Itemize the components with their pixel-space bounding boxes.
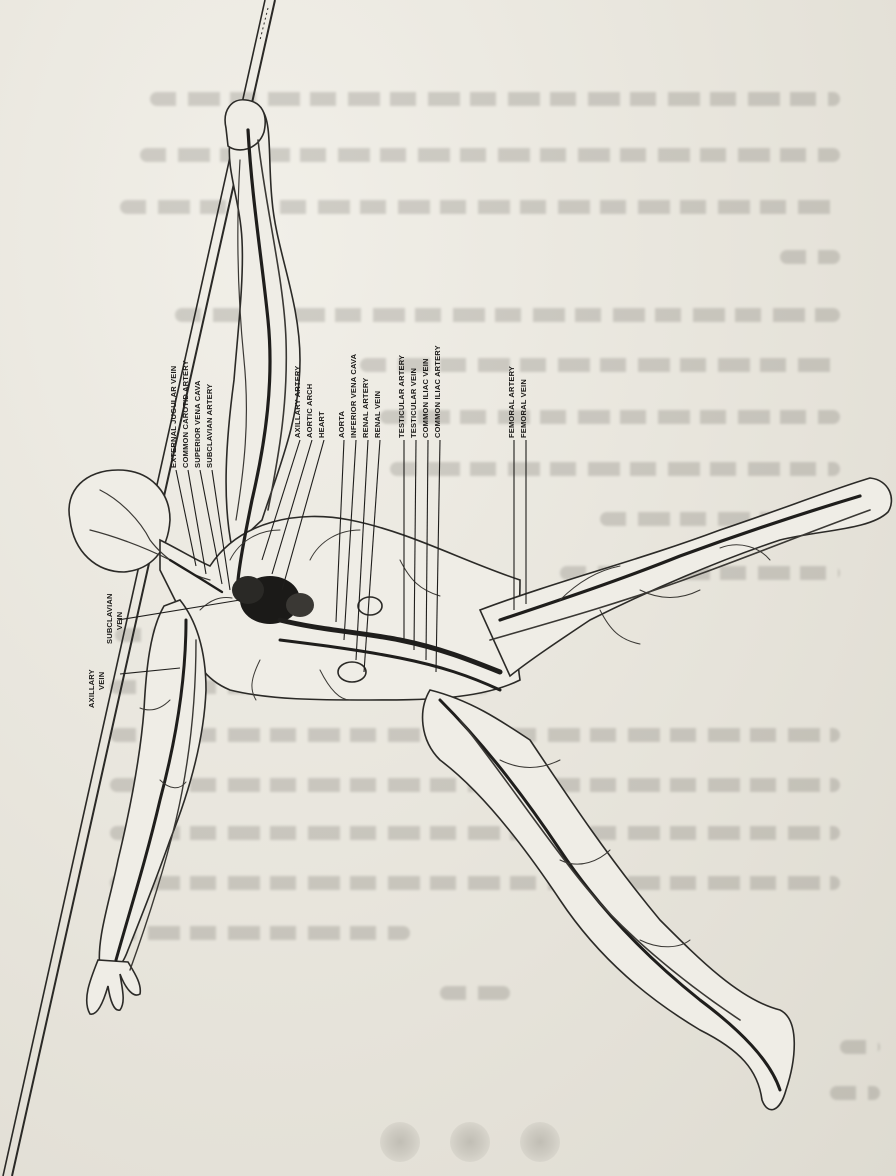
label-testicular-vein: TESTICULAR VEIN: [409, 368, 418, 438]
label-subclavian-artery: SUBCLAVIAN ARTERY: [205, 384, 214, 468]
label-renal-vein: RENAL VEIN: [373, 391, 382, 438]
lowered-hand: [87, 960, 141, 1014]
label-axillary-artery: AXILLARY ARTERY: [293, 366, 302, 438]
label-subclavian-vein-line2: VEIN: [115, 612, 124, 630]
label-external-jugular-vein: EXTERNAL JUGULAR VEIN: [169, 366, 178, 468]
label-heart: HEART: [317, 411, 326, 438]
label-aortic-arch: AORTIC ARCH: [305, 384, 314, 438]
ornament-circle: [450, 1122, 490, 1162]
label-common-iliac-vein: COMMON ILIAC VEIN: [421, 358, 430, 438]
label-axillary-vein-line2: VEIN: [97, 672, 106, 690]
extended-leg: [480, 478, 891, 676]
label-aorta: AORTA: [337, 411, 346, 438]
ornament-circle: [520, 1122, 560, 1162]
label-common-carotid-artery: COMMON CAROTID ARTERY: [181, 360, 190, 468]
label-superior-vena-cava: SUPERIOR VENA CAVA: [193, 380, 202, 468]
bent-leg: [423, 690, 795, 1110]
label-renal-artery: RENAL ARTERY: [361, 378, 370, 438]
human-figure: [69, 100, 891, 1110]
label-femoral-vein: FEMORAL VEIN: [519, 379, 528, 438]
label-common-iliac-artery: COMMON ILIAC ARTERY: [433, 345, 442, 438]
label-femoral-artery: FEMORAL ARTERY: [507, 366, 516, 438]
head: [69, 470, 170, 572]
label-subclavian-vein-line1: SUBCLAVIAN: [105, 593, 114, 644]
label-axillary-vein-line1: AXILLARY: [87, 669, 96, 708]
label-inferior-vena-cava: INFERIOR VENA CAVA: [349, 353, 358, 438]
lowered-arm: [99, 600, 206, 973]
label-testicular-artery: TESTICULAR ARTERY: [397, 355, 406, 438]
page-ornaments: [380, 1118, 580, 1168]
ornament-circle: [380, 1122, 420, 1162]
